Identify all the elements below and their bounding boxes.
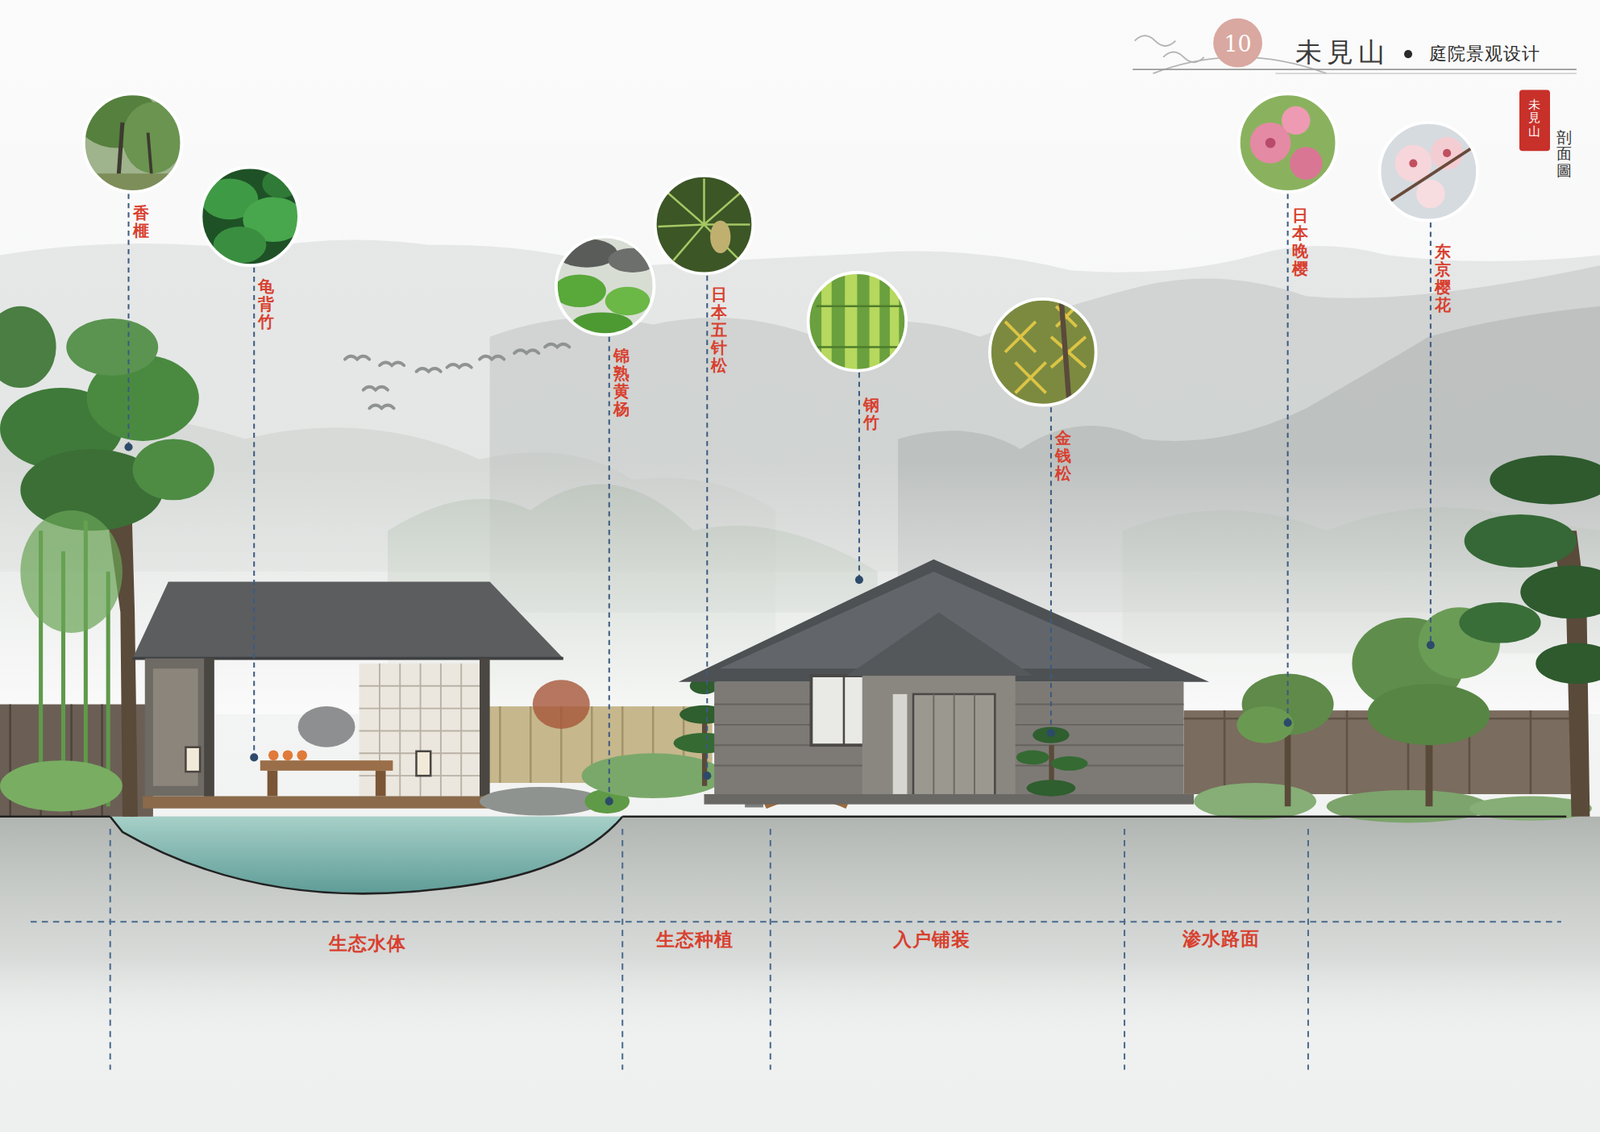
zone-label: 入户铺装: [893, 926, 971, 952]
zone-label: 渗水路面: [1182, 926, 1260, 952]
drawing-type-label: 剖面圖: [1556, 128, 1572, 180]
plant-label: 金钱松: [1055, 428, 1072, 483]
plant-label: 钢竹: [863, 395, 880, 432]
plant-label: 日本五针松: [710, 285, 728, 375]
zone-label: 生态种植: [656, 926, 734, 952]
page-number: 10: [1223, 31, 1251, 57]
zone-label: 生态水体: [328, 930, 407, 956]
plant-label: 锦熟黄杨: [613, 346, 630, 418]
subtitle-text: 庭院景观设计: [1429, 41, 1541, 67]
seal-text: 未見山: [1528, 98, 1541, 139]
plant-label: 东京樱花: [1434, 242, 1451, 314]
plant-label: 香榧: [132, 203, 150, 240]
title-text: 未見山: [1295, 34, 1390, 71]
plant-label: 龟背竹: [257, 277, 275, 331]
plant-label: 日本晚樱: [1292, 206, 1309, 278]
